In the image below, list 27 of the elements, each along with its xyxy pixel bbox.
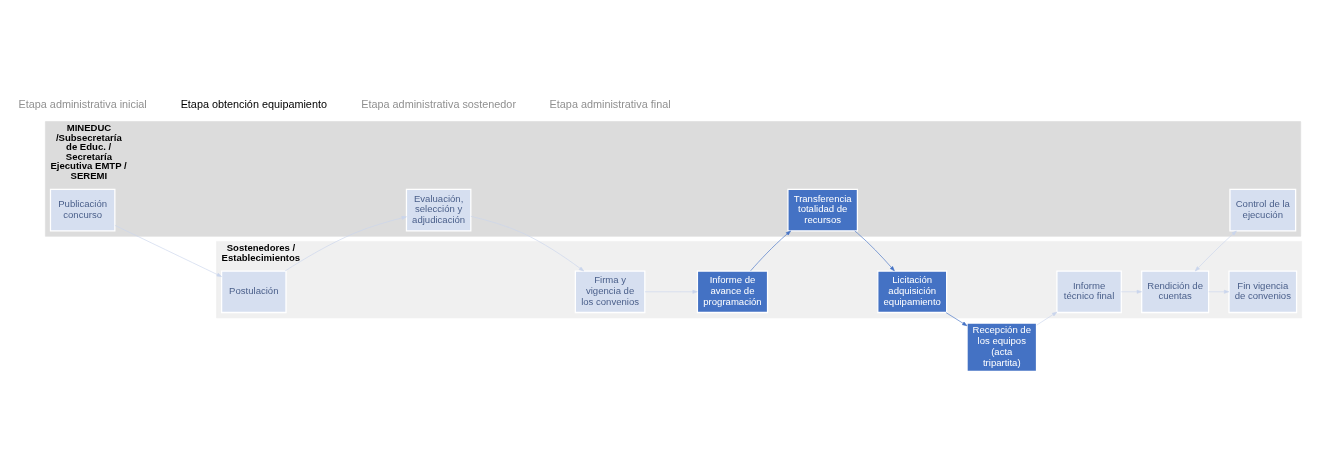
arrow: [854, 230, 895, 271]
node-box: Fin vigencia de convenios: [1228, 269, 1298, 313]
node-box: Licitación adquisición equipamiento: [877, 269, 948, 313]
label: Etapa administrativa final: [549, 97, 671, 110]
node-box: Rendición de cuentas: [1141, 269, 1210, 313]
node-box: Evaluación, selección y adjudicación: [405, 188, 472, 232]
node-box: Informe de avance de programación: [696, 269, 769, 313]
node-box: Postulación: [220, 269, 287, 313]
node-box: Recepción de los equipos (acta tripartita): [966, 321, 1038, 372]
node-box: Transferencia totalidad de recursos: [787, 188, 859, 232]
arrow: [1194, 230, 1237, 271]
arrow: [1036, 311, 1058, 325]
arrow: [945, 311, 968, 326]
arrow: [470, 215, 584, 271]
arrow: [1121, 289, 1142, 294]
arrow: [644, 289, 698, 294]
node-box: Publicación concurso: [49, 188, 116, 232]
arrow: [284, 215, 407, 271]
arrow: [750, 230, 791, 271]
node-box: Informe técnico final: [1056, 269, 1122, 313]
label: Etapa administrativa inicial: [18, 97, 147, 110]
node-box: Control de la ejecución: [1229, 188, 1297, 232]
arrow: [1208, 289, 1230, 294]
label: Etapa obtención equipamiento: [180, 97, 327, 110]
arrow: [114, 224, 222, 277]
label: Etapa administrativa sostenedor: [361, 97, 516, 110]
node-box: Firma y vigencia de los convenios: [574, 269, 646, 313]
